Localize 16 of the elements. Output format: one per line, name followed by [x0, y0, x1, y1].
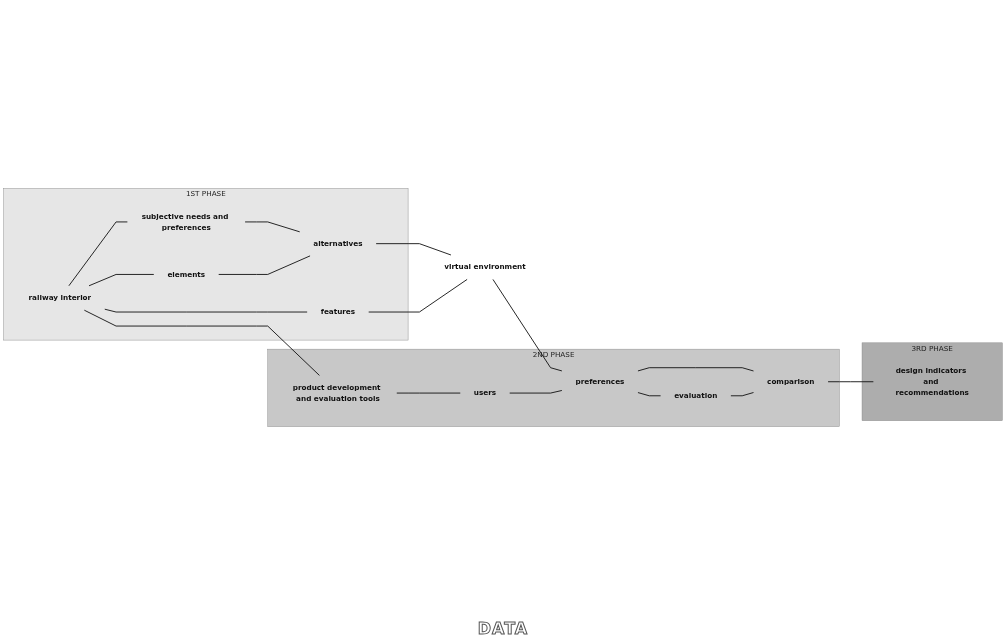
connector	[104, 308, 308, 313]
connector	[492, 278, 563, 372]
connector	[827, 381, 874, 383]
connector	[218, 255, 311, 275]
connector	[375, 243, 452, 256]
connector	[730, 392, 754, 397]
connector	[396, 392, 461, 394]
connector	[368, 278, 468, 313]
connector	[83, 309, 320, 376]
connector	[637, 367, 754, 372]
connector	[88, 274, 155, 287]
connector	[637, 392, 662, 397]
connector	[244, 221, 301, 233]
connector	[509, 390, 563, 394]
outlined-label: DATA	[477, 619, 529, 638]
connector	[68, 221, 128, 287]
